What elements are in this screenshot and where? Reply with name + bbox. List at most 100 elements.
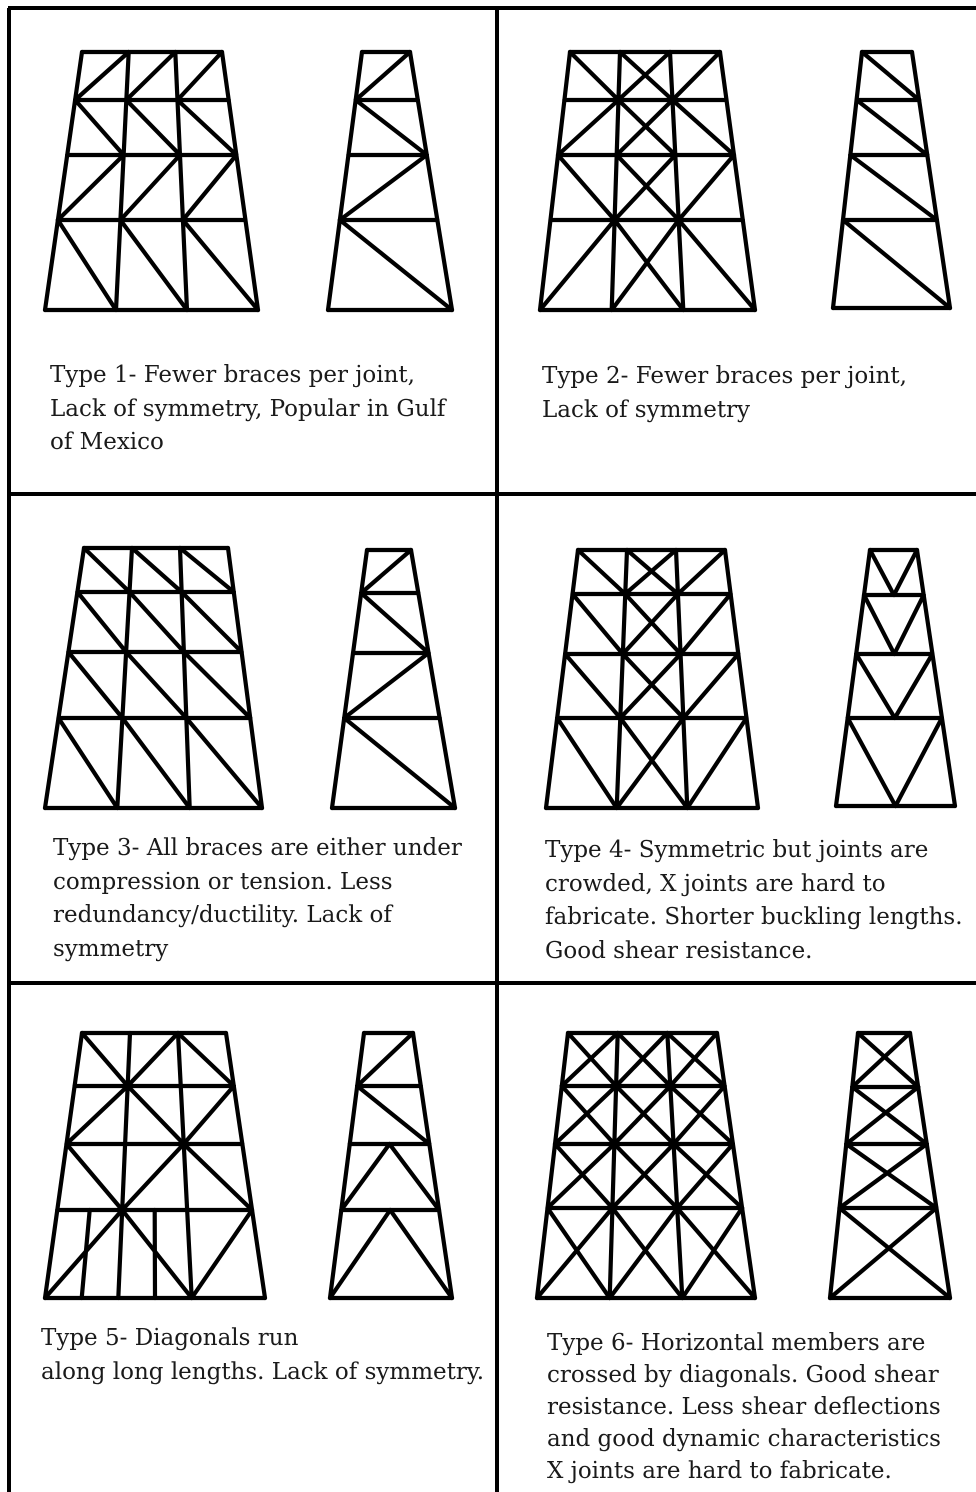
t2-front-diagonal (670, 97, 737, 158)
t5-front-diagonal (175, 1030, 236, 1089)
t3-front-diagonal (75, 589, 129, 655)
t6-front-diagonal (607, 1205, 680, 1301)
caption-line: fabricate. Shorter buckling lengths. (545, 904, 963, 930)
t1-side-leg (325, 49, 365, 313)
t1-front-leg (113, 49, 131, 313)
t2-front-diagonal (567, 49, 621, 103)
t3-side-diagonal (359, 590, 431, 656)
caption-line: Lack of symmetry, Popular in Gulf (50, 395, 446, 422)
t6-front-diagonal (680, 1205, 745, 1301)
t2-front-diagonal (676, 217, 758, 313)
t2-front-diagonal (617, 49, 675, 103)
t5-front-vertical (79, 1207, 92, 1301)
t6-front-diagonal (610, 1205, 685, 1301)
t1-front-diagonal (124, 97, 183, 158)
t5-front-leg (223, 1030, 268, 1301)
t3-front-diagonal (123, 649, 189, 721)
t5-front-diagonal (120, 1141, 186, 1213)
caption-type-4: Type 4- Symmetric but joints are crowded… (545, 834, 963, 968)
t4-side-leg (833, 547, 873, 809)
t5-front-diagonal (125, 1030, 181, 1089)
t6-front-diagonal (545, 1205, 612, 1301)
t2-side-diagonal (848, 152, 940, 223)
t1-front-diagonal (72, 97, 126, 158)
t4-side-diagonal (845, 715, 898, 809)
t4-front-diagonal (614, 715, 686, 811)
t2-front-diagonal (537, 217, 617, 313)
t6-front-diagonal (613, 1030, 670, 1089)
t4-front-diagonal (618, 715, 690, 811)
t3-front-diagonal (177, 545, 236, 595)
t5-front-leg (175, 1030, 194, 1301)
t6-front-diagonal (545, 1141, 617, 1211)
t6-front-diagonal (534, 1205, 615, 1301)
t6-front-diagonal (671, 1083, 727, 1147)
t2-front-diagonal (614, 152, 681, 223)
t5-front-diagonal (181, 1141, 255, 1213)
t2-front-diagonal (676, 152, 737, 223)
t5-side-leg (410, 1030, 455, 1301)
t6-side-diagonal (827, 1205, 939, 1301)
t3-side-leg (329, 547, 370, 811)
t4-side-diagonal (891, 547, 920, 598)
t1-front-diagonal (118, 217, 190, 313)
t3-front-diagonal (120, 715, 192, 811)
t6-front-diagonal (612, 1083, 673, 1147)
t3-front-leg (225, 545, 265, 811)
t3-side-diagonal (359, 547, 414, 596)
t2-front-diagonal (670, 49, 723, 103)
t4-front-leg (722, 547, 761, 811)
caption-line: crossed by diagonals. Good shear (547, 1362, 939, 1388)
t6-side-leg (827, 1030, 861, 1301)
t5-side-leg (327, 1030, 367, 1301)
t5-front-diagonal (181, 1083, 236, 1147)
t2-front-leg (609, 49, 623, 313)
t1-front-diagonal (72, 49, 131, 103)
t4-front-leg (543, 547, 581, 811)
caption-type-3: Type 3- All braces are either under comp… (53, 832, 462, 966)
caption-line: Good shear resistance. (545, 937, 813, 964)
t6-side-diagonal (837, 1141, 929, 1211)
caption-line: Type 1- Fewer braces per joint, (50, 362, 415, 388)
t5-front-leg (116, 1030, 133, 1301)
t6-front-diagonal (675, 1205, 758, 1301)
t1-front-leg (173, 49, 190, 313)
t1-front-diagonal (55, 217, 119, 313)
t1-front-leg (42, 49, 85, 313)
t2-front-diagonal (555, 152, 617, 223)
t5-front-diagonal (64, 1141, 125, 1213)
caption-line: Lack of symmetry (542, 396, 751, 423)
t5-side-diagonal (339, 1141, 392, 1213)
t4-side-diagonal (854, 651, 897, 721)
t6-front-leg (534, 1030, 571, 1301)
t1-front-diagonal (180, 217, 261, 313)
t4-side-diagonal (892, 592, 926, 657)
t4-side-diagonal (867, 547, 897, 598)
t5-side-diagonal (327, 1207, 393, 1301)
t1-front-diagonal (118, 152, 183, 223)
caption-line: Type 3- All braces are either under (53, 835, 462, 861)
t4-side-diagonal (892, 651, 935, 721)
t4-front-diagonal (570, 591, 625, 657)
caption-line: Type 2- Fewer braces per joint, (542, 363, 907, 389)
caption-line: of Mexico (50, 429, 164, 455)
t5-side-diagonal (388, 1207, 455, 1301)
caption-type-2: Type 2- Fewer braces per joint, Lack of … (542, 360, 907, 427)
t2-front-leg (667, 49, 686, 313)
t1-front-diagonal (124, 49, 178, 103)
t4-front-diagonal (620, 591, 681, 657)
t2-front-leg (537, 49, 573, 313)
caption-line: X joints are hard to fabricate. (547, 1458, 892, 1484)
t5-front-diagonal (64, 1083, 130, 1147)
caption-type-6: Type 6- Horizontal members are crossed b… (547, 1327, 941, 1487)
t6-front-diagonal (671, 1141, 745, 1211)
t2-side-leg (830, 49, 865, 311)
caption-line: along long lengths. Lack of symmetry. (41, 1358, 485, 1385)
t2-side-diagonal (854, 97, 930, 158)
caption-line: Type 6- Horizontal members are (547, 1330, 926, 1356)
t1-side-diagonal (337, 152, 429, 223)
t2-side-diagonal (859, 49, 922, 103)
t4-front-diagonal (675, 547, 728, 597)
